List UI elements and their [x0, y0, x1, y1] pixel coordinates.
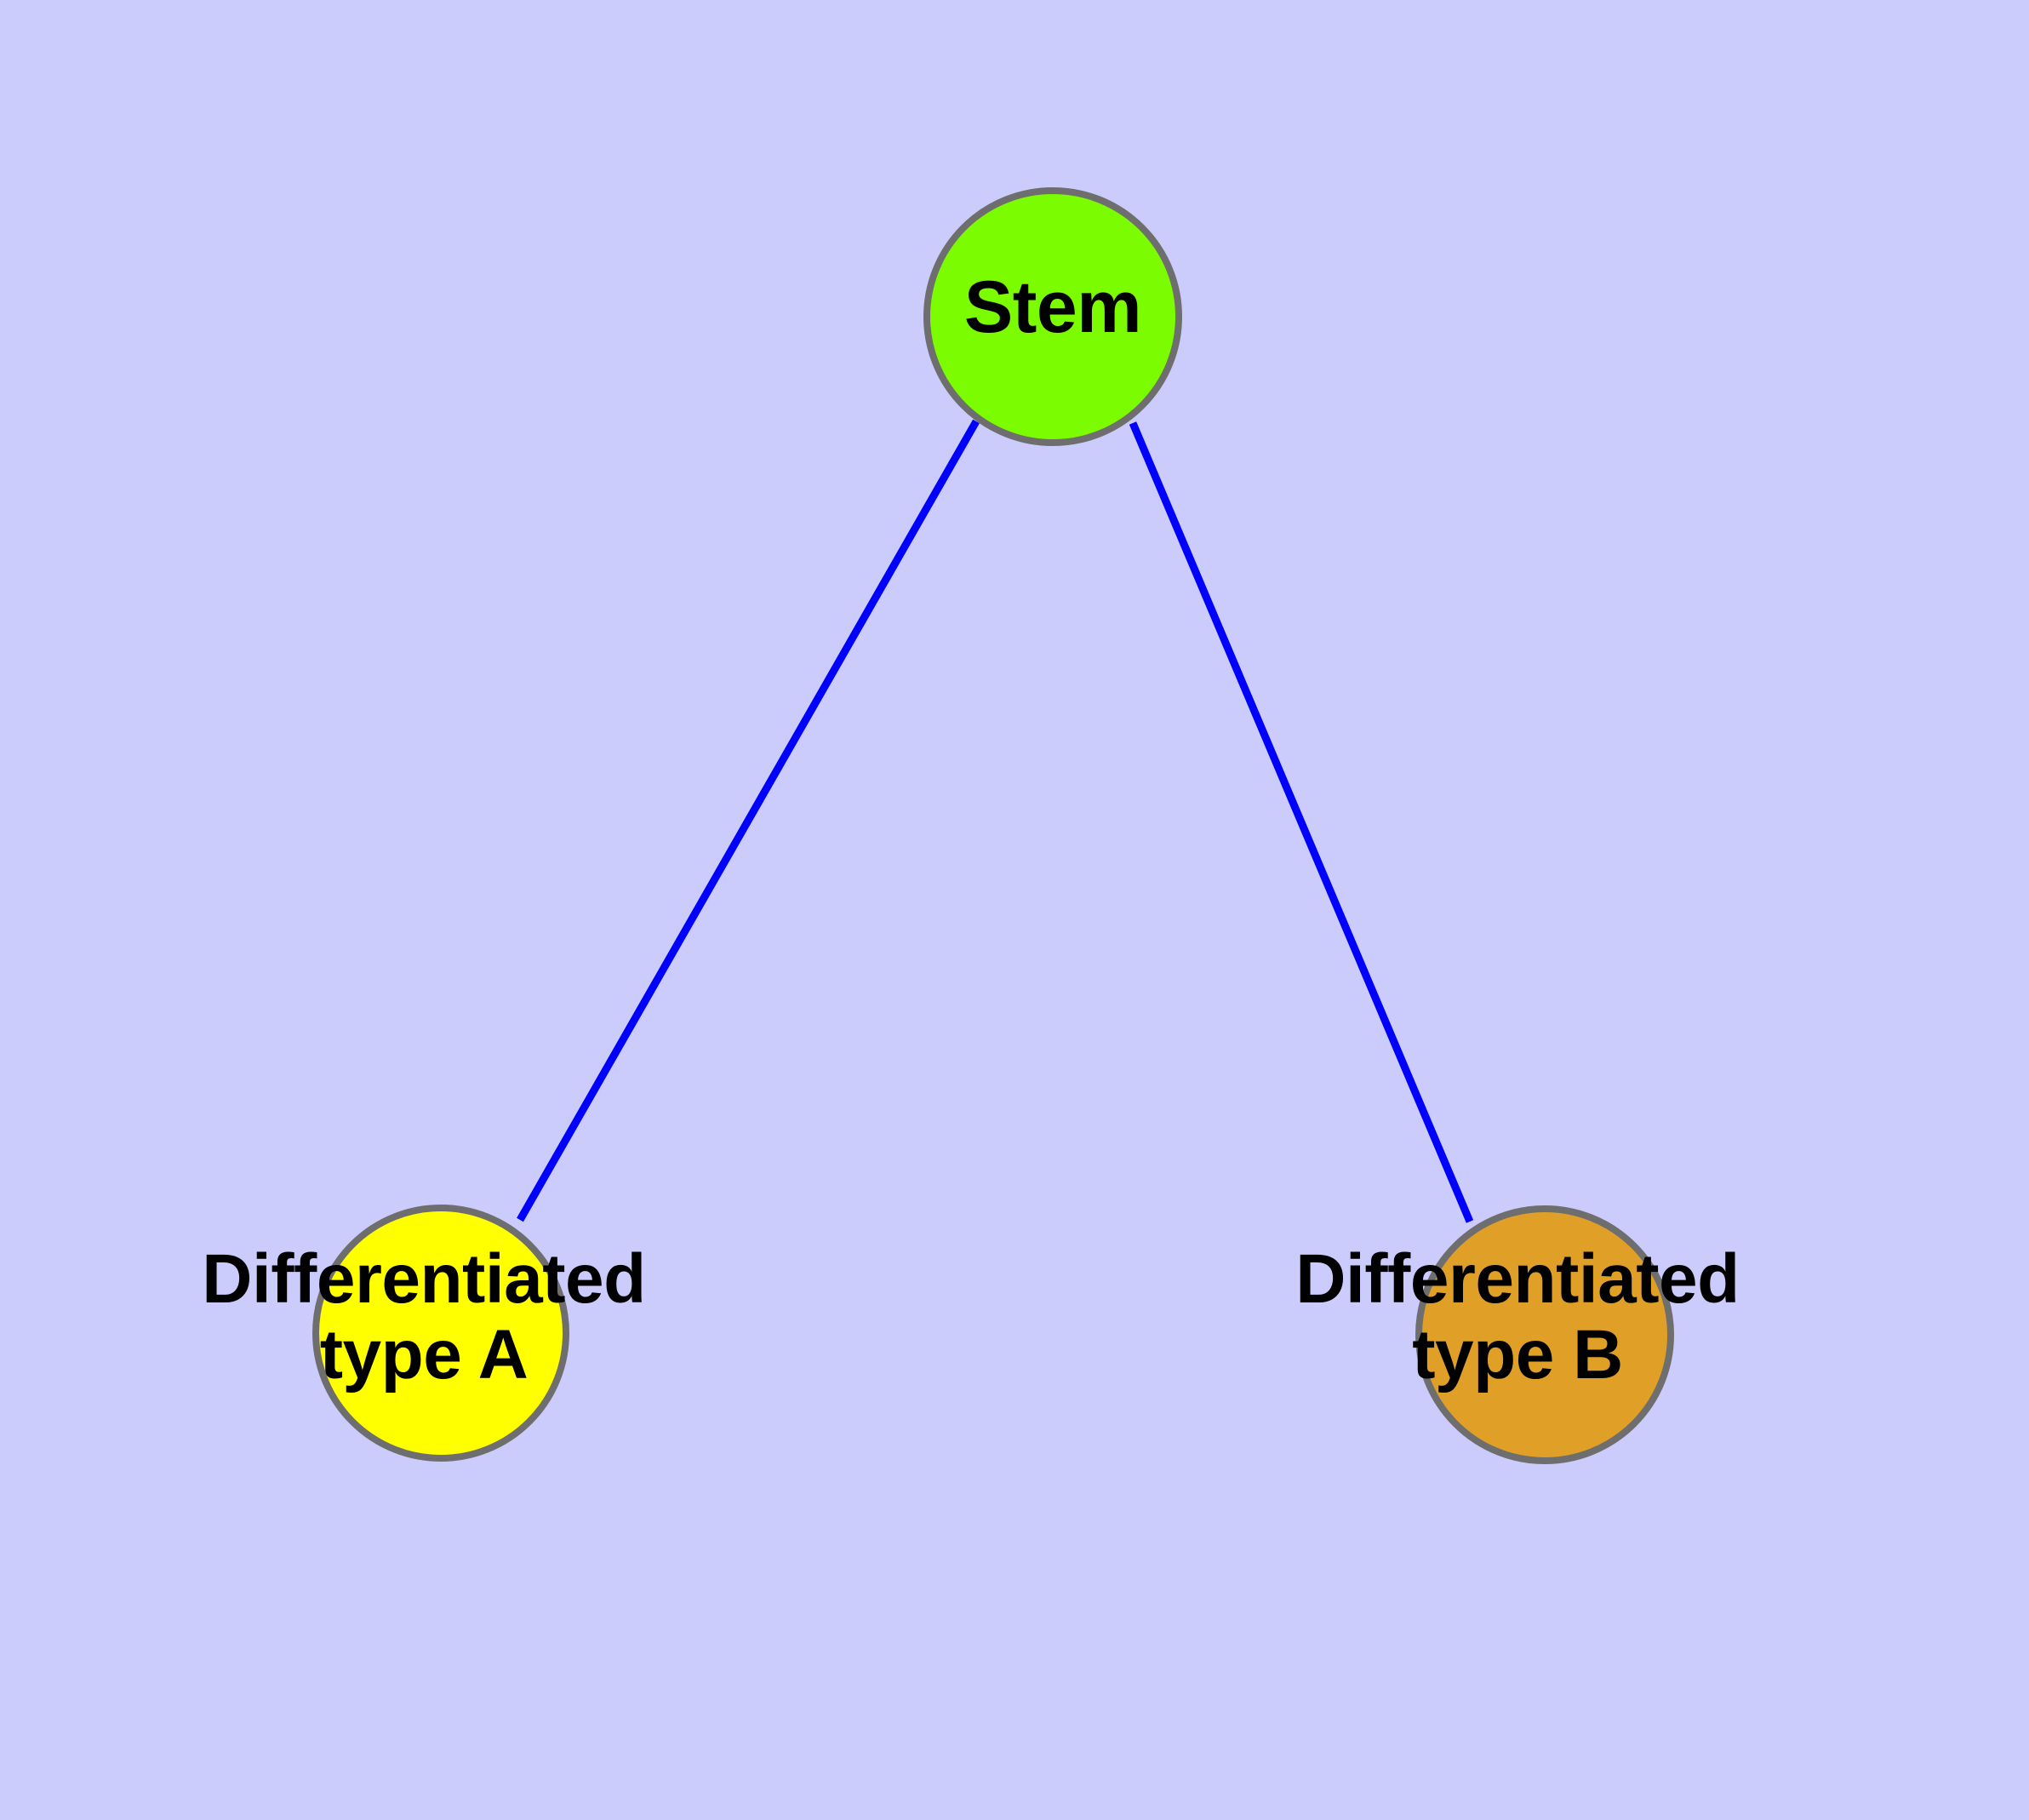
label-line-2: type A	[319, 1315, 529, 1394]
node-differentiated-type-b[interactable]	[1415, 1205, 1674, 1464]
node-stem-label: Stem	[963, 266, 1142, 348]
label-line-1: Differentiated	[1295, 1240, 1740, 1318]
node-differentiated-type-a[interactable]	[312, 1205, 569, 1462]
edge-stem-to-differentiated-type-b	[1129, 421, 1474, 1223]
edge-stem-to-differentiated-type-a	[517, 419, 980, 1222]
node-stem[interactable]	[923, 187, 1182, 446]
label-line-2: type B	[1412, 1315, 1623, 1394]
label-line-1: Differentiated	[202, 1240, 646, 1318]
